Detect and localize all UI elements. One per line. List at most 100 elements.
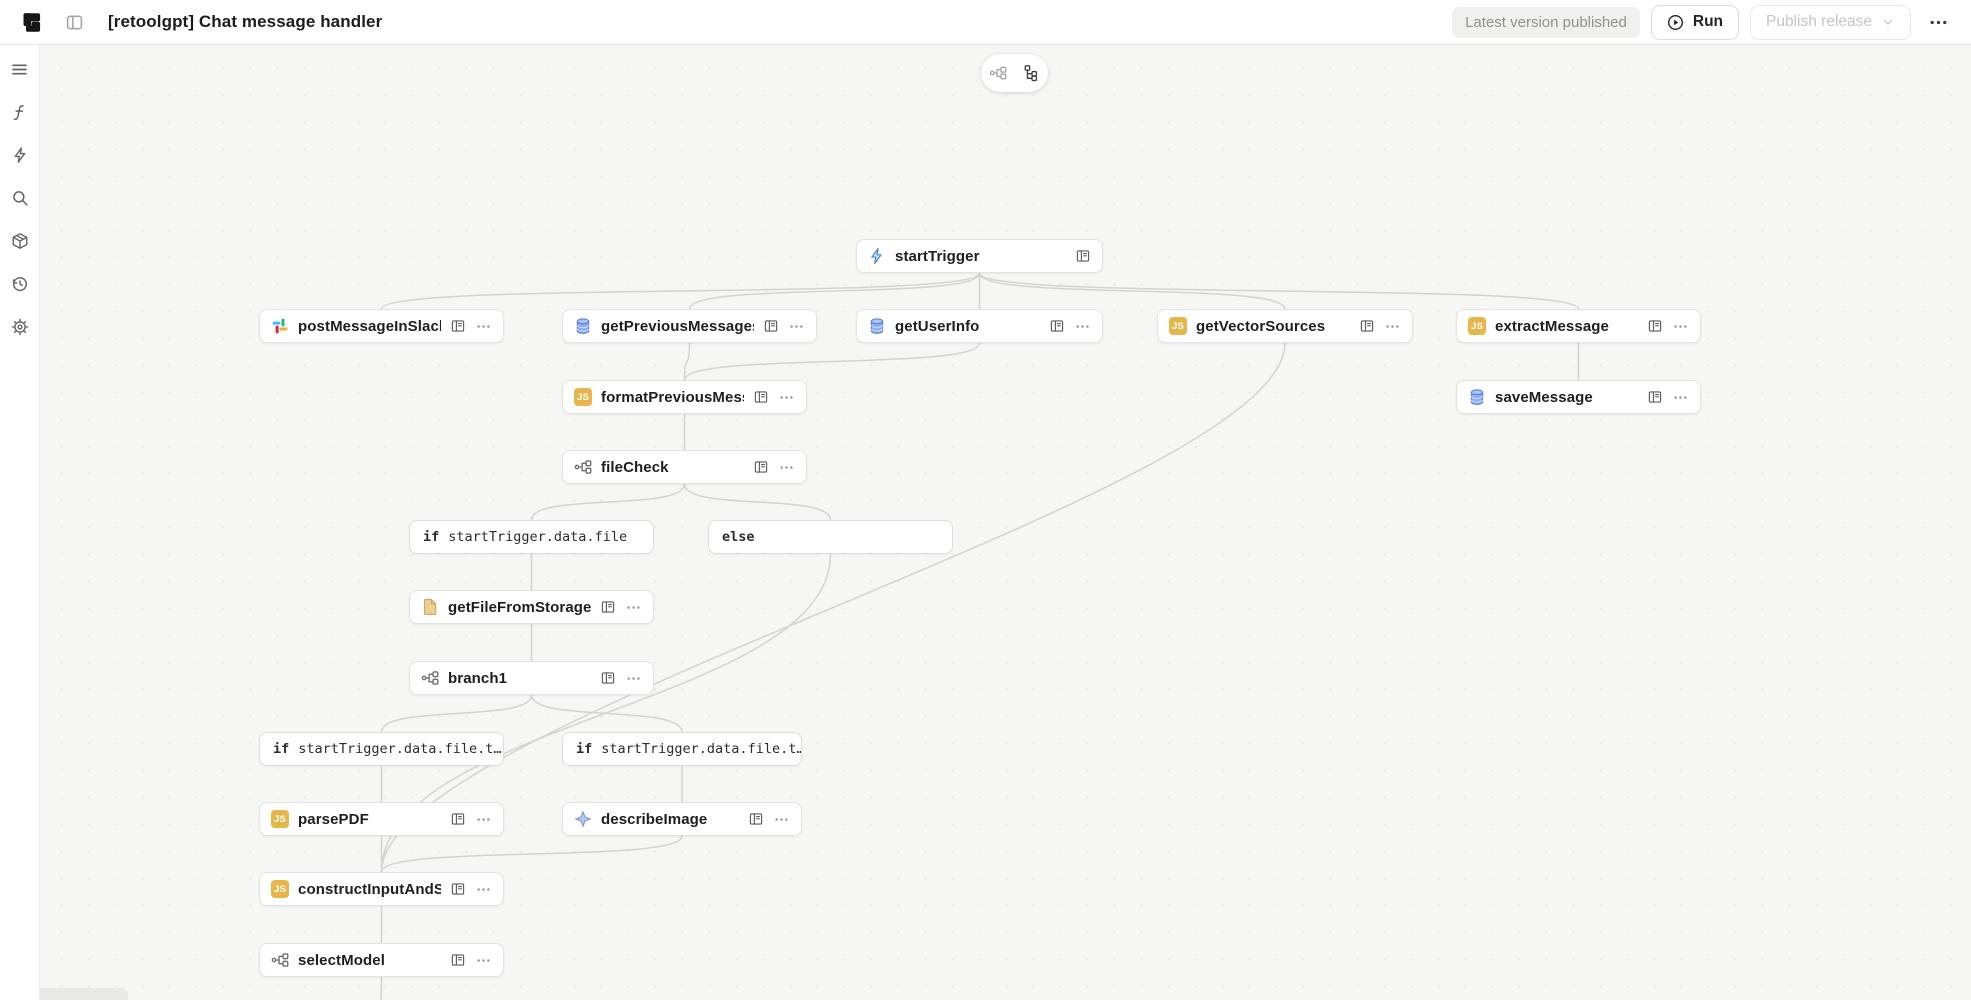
node-menu-icon[interactable]: [778, 389, 795, 406]
node-menu-icon[interactable]: [778, 459, 795, 476]
node-label: getFileFromStorage: [448, 598, 591, 616]
more-menu-icon[interactable]: [1922, 8, 1955, 37]
open-inspector-icon[interactable]: [1359, 318, 1375, 334]
open-inspector-icon[interactable]: [763, 318, 779, 334]
open-inspector-icon[interactable]: [1049, 318, 1065, 334]
slack-icon: [271, 317, 289, 335]
branch-icon: [271, 951, 289, 969]
node-label: branch1: [448, 669, 508, 687]
node-label: getPreviousMessages: [601, 317, 754, 335]
workflow-node-saveMessage[interactable]: saveMessage: [1456, 380, 1701, 414]
run-button[interactable]: Run: [1650, 4, 1740, 40]
condition-block-elseBranch[interactable]: else: [708, 520, 953, 554]
database-icon: [574, 317, 592, 335]
page-title: [retoolgpt] Chat message handler: [108, 12, 383, 31]
open-inspector-icon[interactable]: [600, 670, 616, 686]
workflow-node-constructInputAndSystemPrompt[interactable]: JS constructInputAndSys…: [259, 872, 504, 906]
workflow-node-startTrigger[interactable]: startTrigger: [856, 239, 1103, 273]
workflow-node-formatPreviousMessages[interactable]: JSformatPreviousMessa…: [562, 380, 807, 414]
condition-keyword: else: [722, 529, 755, 545]
open-inspector-icon[interactable]: [600, 599, 616, 615]
package-icon: [11, 232, 29, 250]
workflow-node-branch1[interactable]: branch1: [409, 661, 654, 695]
trigger-icon: [868, 247, 886, 265]
status-badge: Latest version published: [1452, 6, 1640, 38]
node-label: formatPreviousMessa…: [601, 388, 744, 406]
history-icon: [11, 275, 29, 293]
workflow-node-postMessageInSlack[interactable]: postMessageInSlack: [259, 309, 504, 343]
sidebar-item-search[interactable]: [7, 185, 33, 211]
chevron-down-icon: [1881, 15, 1895, 29]
sidebar-item-history[interactable]: [7, 271, 33, 297]
retool-logo-icon: [18, 9, 45, 36]
open-inspector-icon[interactable]: [1075, 248, 1091, 264]
workflow-node-fileCheck[interactable]: fileCheck: [562, 450, 807, 484]
open-inspector-icon[interactable]: [450, 811, 466, 827]
node-label: constructInputAndSys…: [298, 880, 441, 898]
node-label: selectModel: [298, 951, 385, 969]
open-inspector-icon[interactable]: [1647, 318, 1663, 334]
sidebar-toggle-icon[interactable]: [65, 13, 84, 32]
branch-icon: [421, 669, 439, 687]
database-icon: [868, 317, 886, 335]
node-menu-icon[interactable]: [625, 599, 642, 616]
open-inspector-icon[interactable]: [753, 389, 769, 405]
sidebar-item-zap[interactable]: [7, 142, 33, 168]
sidebar-item-menu[interactable]: [7, 56, 33, 82]
node-menu-icon[interactable]: [625, 670, 642, 687]
workflow-node-getUserInfo[interactable]: getUserInfo: [856, 309, 1103, 343]
node-label: extractMessage: [1495, 317, 1609, 335]
condition-keyword: if: [423, 529, 440, 545]
sidebar-item-package[interactable]: [7, 228, 33, 254]
workflow-node-describeImage[interactable]: describeImage: [562, 802, 802, 836]
database-icon: [1468, 388, 1486, 406]
js-icon: JS: [271, 810, 289, 828]
workflow-node-getFileFromStorage[interactable]: getFileFromStorage: [409, 590, 654, 624]
node-menu-icon[interactable]: [788, 318, 805, 335]
open-inspector-icon[interactable]: [753, 459, 769, 475]
node-menu-icon[interactable]: [1074, 318, 1091, 335]
node-label: startTrigger: [895, 247, 980, 265]
node-menu-icon[interactable]: [773, 811, 790, 828]
js-icon: JS: [271, 880, 289, 898]
node-label: getUserInfo: [895, 317, 980, 335]
workflow-node-selectModel[interactable]: selectModel: [259, 943, 504, 977]
node-menu-icon[interactable]: [475, 318, 492, 335]
node-label: saveMessage: [1495, 388, 1593, 406]
zap-icon: [11, 146, 29, 164]
publish-release-button[interactable]: Publish release: [1750, 4, 1911, 40]
condition-expression: startTrigger.data.file.t…: [601, 741, 802, 757]
node-menu-icon[interactable]: [475, 952, 492, 969]
play-icon: [1667, 14, 1684, 31]
js-icon: JS: [1169, 317, 1187, 335]
open-inspector-icon[interactable]: [450, 318, 466, 334]
open-inspector-icon[interactable]: [450, 881, 466, 897]
sidebar-item-function[interactable]: [7, 99, 33, 125]
node-label: describeImage: [601, 810, 708, 828]
branch-icon: [574, 458, 592, 476]
open-inspector-icon[interactable]: [1647, 389, 1663, 405]
sidebar-item-settings[interactable]: [7, 314, 33, 340]
node-menu-icon[interactable]: [1672, 318, 1689, 335]
node-menu-icon[interactable]: [475, 811, 492, 828]
function-icon: [11, 103, 29, 121]
open-inspector-icon[interactable]: [450, 952, 466, 968]
layout-toggle-toolbar: [981, 54, 1048, 92]
node-menu-icon[interactable]: [475, 881, 492, 898]
node-menu-icon[interactable]: [1672, 389, 1689, 406]
condition-keyword: if: [576, 741, 593, 757]
menu-icon: [10, 60, 29, 79]
flow-horizontal-layout-icon[interactable]: [989, 64, 1007, 82]
condition-block-ifType2[interactable]: if startTrigger.data.file.t…: [562, 732, 802, 766]
tree-vertical-layout-icon[interactable]: [1022, 64, 1040, 82]
node-menu-icon[interactable]: [1384, 318, 1401, 335]
open-inspector-icon[interactable]: [748, 811, 764, 827]
ai-icon: [574, 810, 592, 828]
workflow-node-getPreviousMessages[interactable]: getPreviousMessages: [562, 309, 817, 343]
